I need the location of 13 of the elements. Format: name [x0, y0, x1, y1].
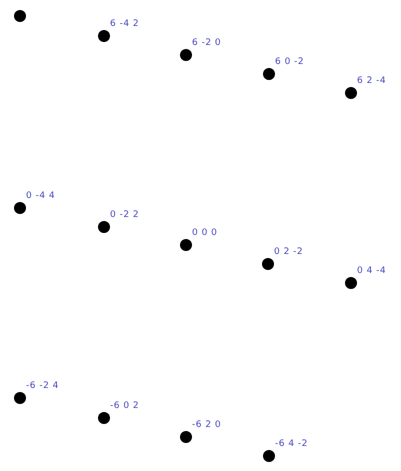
- point-label: 6 2 -4: [357, 76, 386, 86]
- point-label: 6 -2 0: [192, 38, 222, 48]
- point-label: -6 4 -2: [275, 439, 308, 449]
- point-label: -6 0 2: [110, 401, 140, 411]
- point-label: -6 2 0: [192, 420, 222, 430]
- point-label: 0 4 -4: [357, 266, 386, 276]
- point-label: 0 2 -2: [274, 247, 304, 257]
- point-label: 6 -4 2: [110, 19, 140, 29]
- point-label: 0 0 0: [192, 228, 218, 238]
- point-label: 0 -2 2: [110, 210, 140, 220]
- point-label: 0 -4 4: [26, 191, 56, 201]
- point-label: 6 0 -2: [275, 57, 304, 67]
- point-label: -6 -2 4: [26, 381, 59, 391]
